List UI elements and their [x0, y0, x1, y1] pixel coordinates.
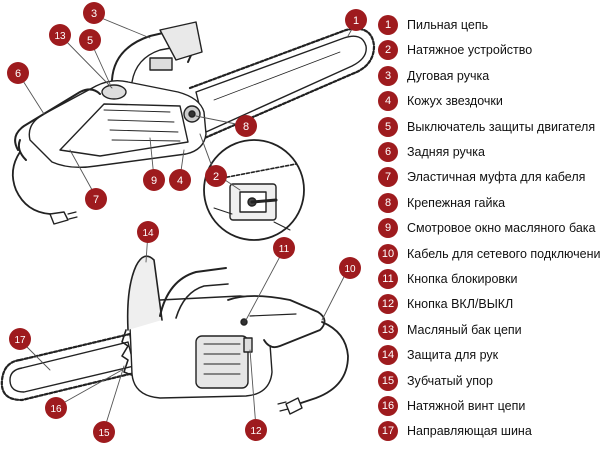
callout-12: 12 — [245, 419, 267, 441]
legend-badge: 8 — [378, 192, 398, 213]
legend-label: Масляный бак цепи — [407, 322, 522, 337]
callout-14: 14 — [137, 221, 159, 243]
legend-item-16: 16 Натяжной винт цепи — [378, 395, 600, 417]
legend-badge: 3 — [378, 65, 398, 86]
legend-item-2: 2 Натяжное устройство — [378, 39, 600, 61]
callout-15: 15 — [93, 421, 115, 443]
legend-label: Натяжной винт цепи — [407, 399, 526, 413]
legend-label: Кабель для сетевого подключения — [407, 246, 600, 261]
svg-text:12: 12 — [250, 426, 262, 437]
legend-item-13: 13 Масляный бак цепи — [378, 319, 600, 341]
svg-text:3: 3 — [91, 8, 97, 20]
legend-label: Кожух звездочки — [407, 94, 503, 109]
svg-text:16: 16 — [50, 404, 62, 415]
tensioner-detail — [199, 133, 305, 241]
legend-badge: 10 — [378, 243, 398, 264]
svg-text:9: 9 — [151, 175, 157, 187]
svg-text:10: 10 — [344, 264, 356, 275]
svg-text:7: 7 — [93, 194, 99, 206]
svg-text:14: 14 — [142, 228, 154, 239]
callout-1: 1 — [345, 9, 367, 31]
legend-badge: 5 — [378, 116, 398, 137]
callout-16: 16 — [45, 397, 67, 419]
legend-label: Задняя ручка — [407, 145, 485, 159]
legend-item-3: 3 Дуговая ручка — [378, 65, 600, 87]
svg-text:1: 1 — [353, 15, 359, 27]
legend-badge: 11 — [378, 269, 398, 289]
legend-label: Кнопка ВКЛ/ВЫКЛ — [407, 297, 514, 312]
top-guide-bar — [188, 27, 376, 142]
callout-7: 7 — [85, 188, 107, 210]
legend-item-15: 15 Зубчатый упор — [378, 370, 600, 392]
svg-text:6: 6 — [15, 68, 21, 80]
legend-item-11: 11 Кнопка блокировки — [378, 268, 600, 290]
legend-badge: 9 — [378, 218, 398, 239]
callout-13: 13 — [49, 24, 71, 46]
callout-5: 5 — [79, 29, 101, 51]
svg-text:8: 8 — [243, 121, 249, 133]
callout-10: 10 — [339, 257, 361, 279]
callout-2: 2 — [205, 165, 227, 187]
bottom-saw-body — [121, 255, 349, 415]
legend-item-17: 17 Направляющая шина — [378, 420, 600, 442]
legend-badge: 1 — [378, 15, 398, 35]
svg-text:15: 15 — [98, 428, 110, 439]
legend-label: Крепежная гайка — [407, 195, 506, 210]
callout-17: 17 — [9, 328, 31, 350]
legend-label: Пильная цепь — [407, 18, 489, 32]
legend-badge: 6 — [378, 142, 398, 162]
svg-text:13: 13 — [54, 31, 66, 42]
legend-label: Натяжное устройство — [407, 43, 533, 58]
svg-text:4: 4 — [177, 175, 183, 187]
callout-badges: 1 2 3 4 5 6 7 8 9 13 10 11 12 14 15 16 1… — [7, 2, 367, 443]
callout-8: 8 — [235, 115, 257, 137]
bottom-guide-bar — [0, 332, 140, 402]
legend-label: Зубчатый упор — [407, 373, 493, 388]
top-saw-body — [11, 21, 207, 225]
svg-text:11: 11 — [279, 244, 290, 255]
legend-badge: 17 — [378, 421, 398, 442]
callout-6: 6 — [7, 62, 29, 84]
legend-label: Смотровое окно масляного бака — [407, 221, 596, 236]
legend-item-5: 5 Выключатель защиты двигателя — [378, 116, 600, 138]
legend-item-4: 4 Кожух звездочки — [378, 90, 600, 112]
legend-item-7: 7 Эластичная муфта для кабеля — [378, 166, 600, 188]
callout-11: 11 — [273, 237, 295, 259]
svg-text:2: 2 — [213, 171, 219, 183]
legend-item-12: 12 Кнопка ВКЛ/ВЫКЛ — [378, 293, 600, 315]
svg-text:5: 5 — [87, 35, 93, 47]
legend-label: Эластичная муфта для кабеля — [407, 170, 586, 185]
legend-item-14: 14 Защита для рук — [378, 344, 600, 366]
legend-label: Кнопка блокировки — [407, 272, 518, 286]
legend-badge: 12 — [378, 294, 398, 315]
legend-badge: 14 — [378, 345, 398, 366]
legend-label: Выключатель защиты двигателя — [407, 119, 596, 134]
legend-label: Дуговая ручка — [407, 68, 490, 83]
legend-label: Направляющая шина — [407, 424, 532, 439]
legend-item-1: 1 Пильная цепь — [378, 14, 600, 36]
legend-item-10: 10 Кабель для сетевого подключения — [378, 243, 600, 265]
legend-item-9: 9 Смотровое окно масляного бака — [378, 217, 600, 239]
legend-badge: 4 — [378, 91, 398, 112]
legend-badge: 7 — [378, 167, 398, 188]
svg-text:17: 17 — [14, 335, 26, 346]
legend-item-6: 6 Задняя ручка — [378, 141, 600, 163]
legend-label: Защита для рук — [407, 348, 499, 363]
legend-badge: 16 — [378, 396, 398, 416]
legend-badge: 13 — [378, 319, 398, 340]
legend-badge: 15 — [378, 370, 398, 391]
callout-3: 3 — [83, 2, 105, 24]
callout-9: 9 — [143, 169, 165, 191]
callout-4: 4 — [169, 169, 191, 191]
legend-badge: 2 — [378, 40, 398, 61]
legend-item-8: 8 Крепежная гайка — [378, 192, 600, 214]
